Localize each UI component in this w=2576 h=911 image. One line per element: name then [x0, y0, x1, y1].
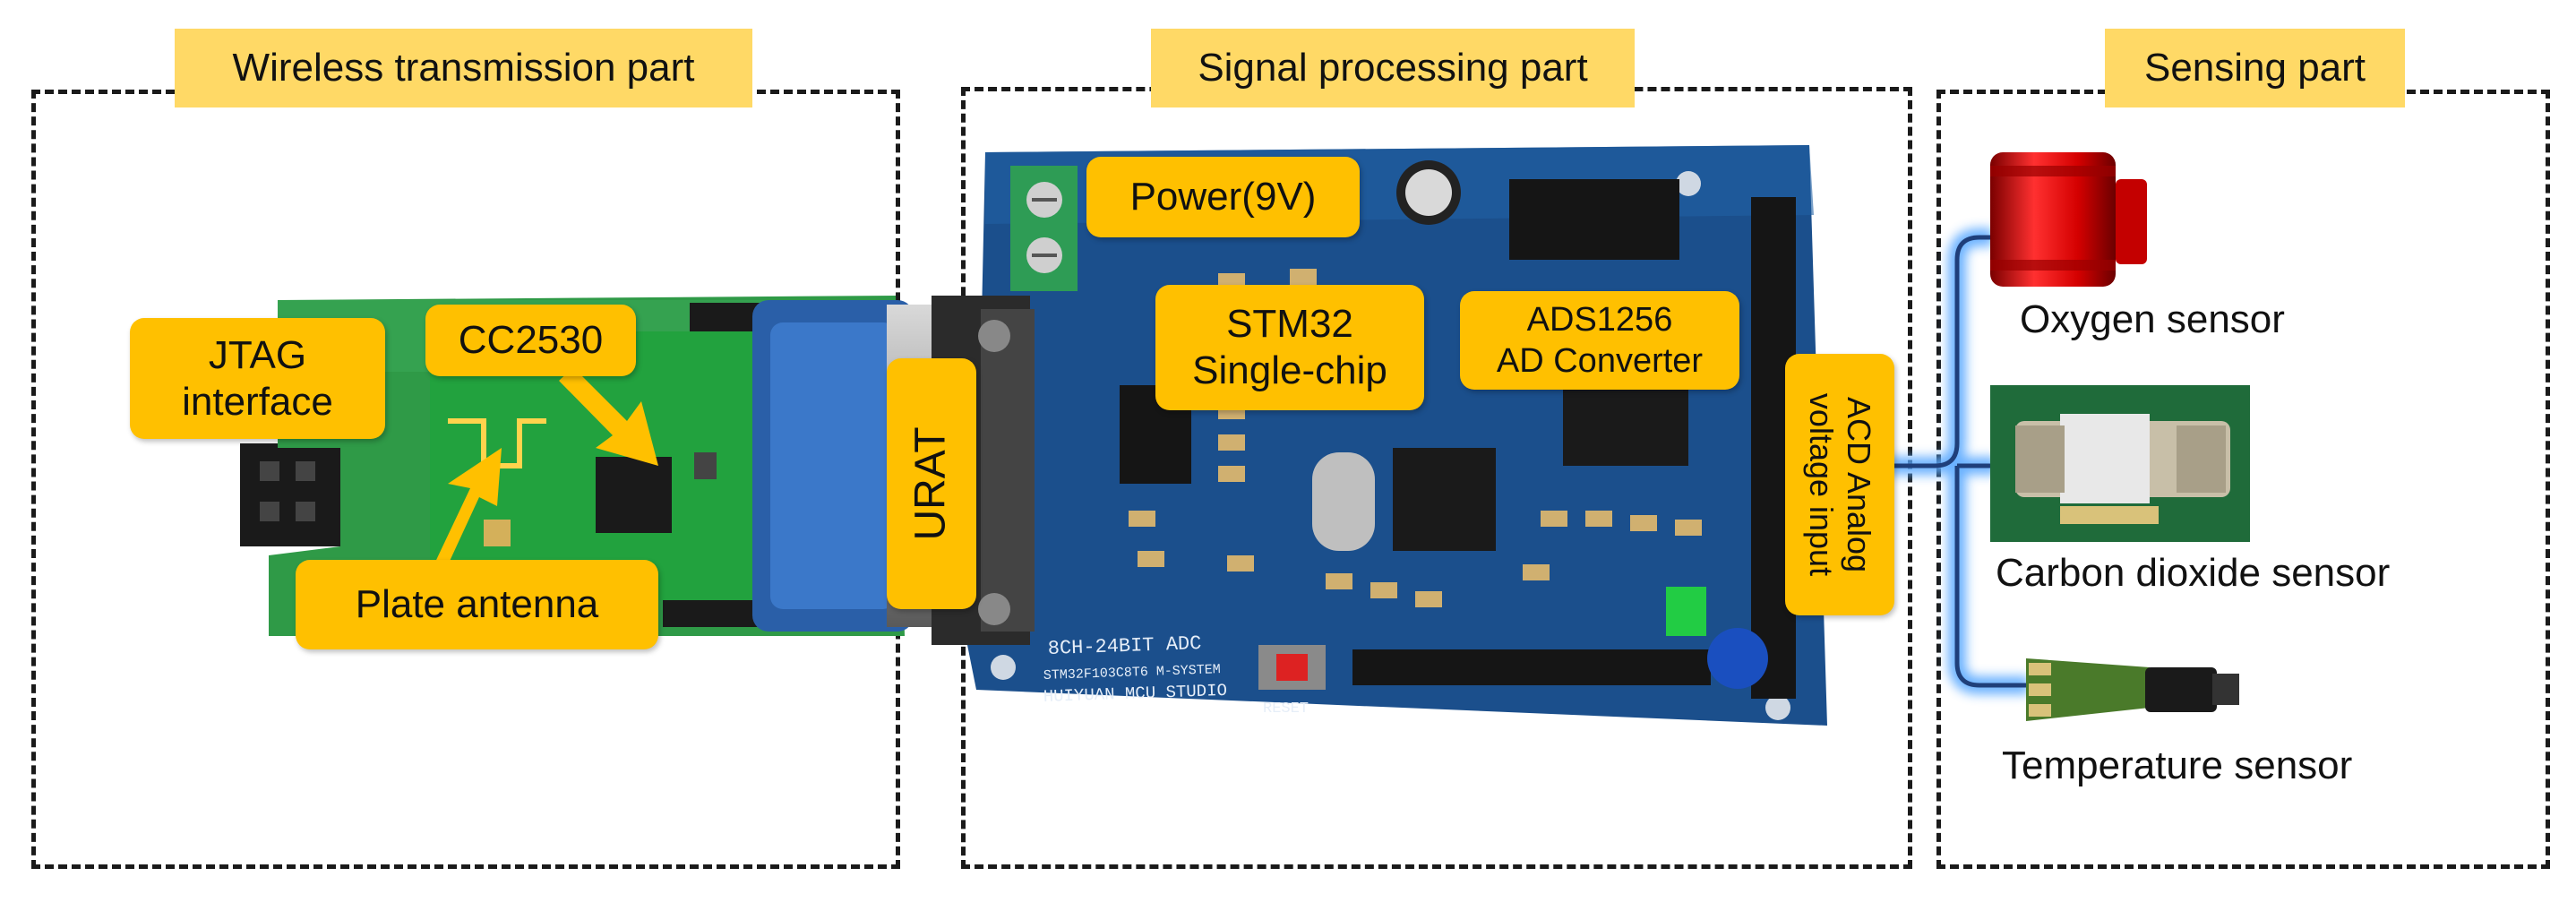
acd-input-callout-line2: voltage input — [1803, 392, 1840, 577]
co2-sensor-image — [1990, 385, 2250, 542]
stm32-callout-line2: Single-chip — [1192, 348, 1387, 392]
cc2530-callout: CC2530 — [425, 305, 636, 376]
ads1256-callout: ADS1256 AD Converter — [1460, 291, 1739, 390]
power-terminal — [1010, 166, 1078, 291]
power-callout: Power(9V) — [1086, 157, 1360, 237]
sensing-section-title: Sensing part — [2105, 29, 2405, 107]
acd-input-callout: ACD Analog voltage input — [1785, 354, 1894, 615]
urat-callout-text: URAT — [907, 426, 956, 541]
board-print-reset: RESET — [1263, 700, 1309, 718]
urat-callout: URAT — [887, 358, 976, 609]
pin-header-top — [1352, 179, 1796, 699]
signal-section-title: Signal processing part — [1151, 29, 1635, 107]
stm32-callout: STM32 Single-chip — [1155, 285, 1424, 410]
co2-sensor-label: Carbon dioxide sensor — [1996, 551, 2391, 595]
stm32-chip — [1393, 448, 1496, 551]
wireless-section-title: Wireless transmission part — [175, 29, 752, 107]
jtag-callout-line2: interface — [182, 379, 333, 424]
acd-input-callout-line1: ACD Analog — [1841, 396, 1877, 573]
jtag-callout-line1: JTAG — [208, 332, 307, 377]
board-print-subtitle: STM32F103C8T6 M-SYSTEM — [1043, 662, 1222, 683]
ads1256-callout-line2: AD Converter — [1496, 342, 1704, 380]
potentiometer — [1666, 587, 1768, 689]
board-print-title: 8CH-24BIT ADC — [1047, 632, 1201, 660]
crystal — [1312, 452, 1375, 551]
oxygen-sensor-image — [1990, 152, 2147, 287]
ads1256-chip — [1563, 385, 1688, 466]
antenna-arrow-icon — [430, 448, 502, 580]
jtag-connector — [240, 443, 348, 546]
temperature-sensor-label: Temperature sensor — [2002, 743, 2353, 787]
stm32-callout-line1: STM32 — [1226, 302, 1353, 346]
oxygen-sensor-label: Oxygen sensor — [2020, 297, 2285, 341]
jtag-callout: JTAG interface — [130, 318, 385, 439]
temperature-sensor-image — [2026, 658, 2239, 721]
plate-antenna-callout: Plate antenna — [296, 560, 658, 649]
cc2530-arrow-icon — [559, 367, 658, 466]
capacitor — [1396, 160, 1461, 225]
reset-button — [1258, 645, 1326, 690]
ads1256-callout-line1: ADS1256 — [1526, 301, 1673, 339]
